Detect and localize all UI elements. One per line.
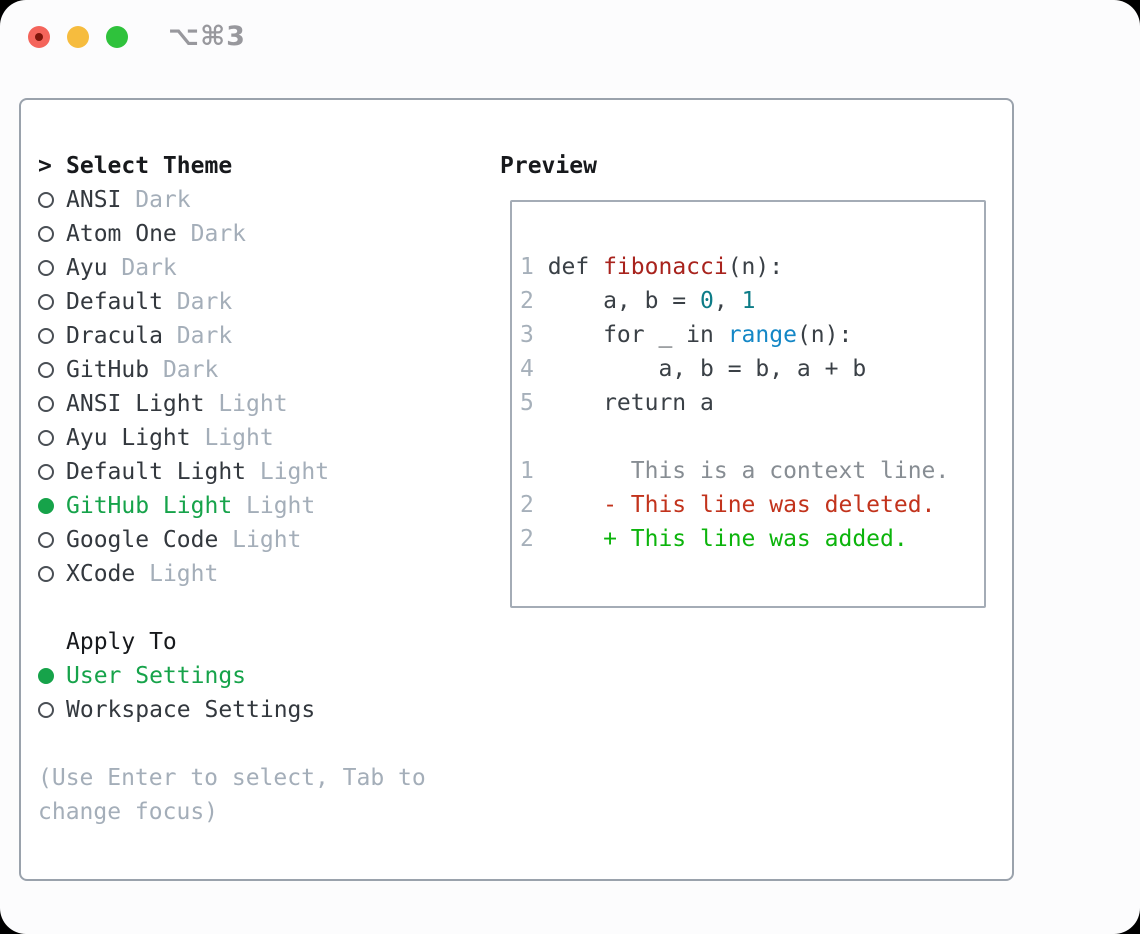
theme-option[interactable]: GitHub Dark [38, 353, 426, 387]
code-line: 1 This is a context line. [520, 454, 949, 488]
select-theme-label: Select Theme [66, 153, 233, 179]
option-label: Default Light [66, 459, 247, 485]
apply-to-label: Apply To [66, 629, 177, 655]
theme-option[interactable]: ANSI Light Light [38, 387, 426, 421]
option-label: User Settings [66, 663, 247, 689]
unsaved-dot-icon [35, 33, 43, 41]
radio-icon [38, 396, 66, 412]
option-label: Workspace Settings [66, 697, 316, 723]
option-label: XCode [66, 561, 136, 587]
option-variant-label: Dark [135, 187, 191, 213]
code-line: 5 return a [520, 386, 949, 420]
zoom-button[interactable] [106, 26, 128, 48]
radio-icon [38, 430, 66, 446]
radio-icon [38, 702, 66, 718]
theme-option[interactable]: Ayu Light Light [38, 421, 426, 455]
option-variant-label: Light [204, 425, 274, 451]
code-line [520, 420, 949, 454]
code-line: 3 for _ in range(n): [520, 318, 949, 352]
option-label: GitHub [66, 357, 150, 383]
option-variant-label: Dark [176, 289, 233, 315]
radio-selected-icon [38, 668, 66, 684]
cursor-caret-icon: > [38, 153, 52, 179]
option-variant-label: Dark [190, 221, 247, 247]
option-variant-label: Light [218, 391, 288, 417]
theme-option[interactable]: Ayu Dark [38, 251, 426, 285]
line-number: 2 [520, 288, 534, 314]
spacer-row [38, 591, 426, 625]
option-label: Google Code [66, 527, 219, 553]
titlebar: ⌥⌘3 [0, 0, 1140, 76]
theme-option[interactable]: GitHub Light Light [38, 489, 426, 523]
option-variant-label: Light [246, 493, 316, 519]
apply-to-header: Apply To [38, 625, 426, 659]
option-variant-label: Light [259, 459, 330, 485]
radio-icon [38, 362, 66, 378]
select-theme-header: > Select Theme [38, 149, 426, 183]
theme-option[interactable]: XCode Light [38, 557, 426, 591]
option-label: GitHub Light [66, 493, 233, 519]
option-label: Ayu [66, 255, 108, 281]
hint-line-1: (Use Enter to select, Tab to [38, 765, 426, 791]
radio-icon [38, 328, 66, 344]
radio-icon [38, 532, 66, 548]
apply-to-option[interactable]: User Settings [38, 659, 426, 693]
radio-icon [38, 294, 66, 310]
line-number: 5 [520, 390, 534, 416]
theme-option[interactable]: Dracula Dark [38, 319, 426, 353]
hint-line-2: change focus) [38, 799, 219, 825]
code-line: 4 a, b = b, a + b [520, 352, 949, 386]
apply-to-option[interactable]: Workspace Settings [38, 693, 426, 727]
radio-icon [38, 566, 66, 582]
option-variant-label: Light [232, 527, 302, 553]
window-title: ⌥⌘3 [168, 21, 246, 52]
option-variant-label: Dark [162, 357, 219, 383]
preview-label: Preview [500, 153, 597, 179]
line-number: 4 [520, 356, 534, 382]
code-line: 2 + This line was added. [520, 522, 949, 556]
radio-icon [38, 192, 66, 208]
theme-option[interactable]: Default Light Light [38, 455, 426, 489]
option-variant-label: Dark [176, 323, 233, 349]
line-number: 1 [520, 458, 534, 484]
theme-option[interactable]: ANSI Dark [38, 183, 426, 217]
option-label: Default [66, 289, 163, 315]
option-variant-label: Light [149, 561, 219, 587]
line-number: 1 [520, 254, 534, 280]
option-label: ANSI Light [66, 391, 205, 417]
minimize-button[interactable] [67, 26, 89, 48]
radio-selected-icon [38, 498, 66, 514]
spacer-row [38, 727, 426, 761]
theme-option[interactable]: Google Code Light [38, 523, 426, 557]
code-line: 2 a, b = 0, 1 [520, 284, 949, 318]
option-label: Ayu Light [66, 425, 191, 451]
theme-option[interactable]: Atom One Dark [38, 217, 426, 251]
code-line: 2 - This line was deleted. [520, 488, 949, 522]
radio-icon [38, 260, 66, 276]
close-button[interactable] [28, 26, 50, 48]
radio-icon [38, 464, 66, 480]
line-number: 3 [520, 322, 534, 348]
option-variant-label: Dark [121, 255, 177, 281]
option-label: Atom One [66, 221, 177, 247]
theme-option[interactable]: Default Dark [38, 285, 426, 319]
line-number: 2 [520, 492, 534, 518]
line-number: 2 [520, 526, 534, 552]
option-label: ANSI [66, 187, 122, 213]
option-label: Dracula [66, 323, 163, 349]
radio-icon [38, 226, 66, 242]
